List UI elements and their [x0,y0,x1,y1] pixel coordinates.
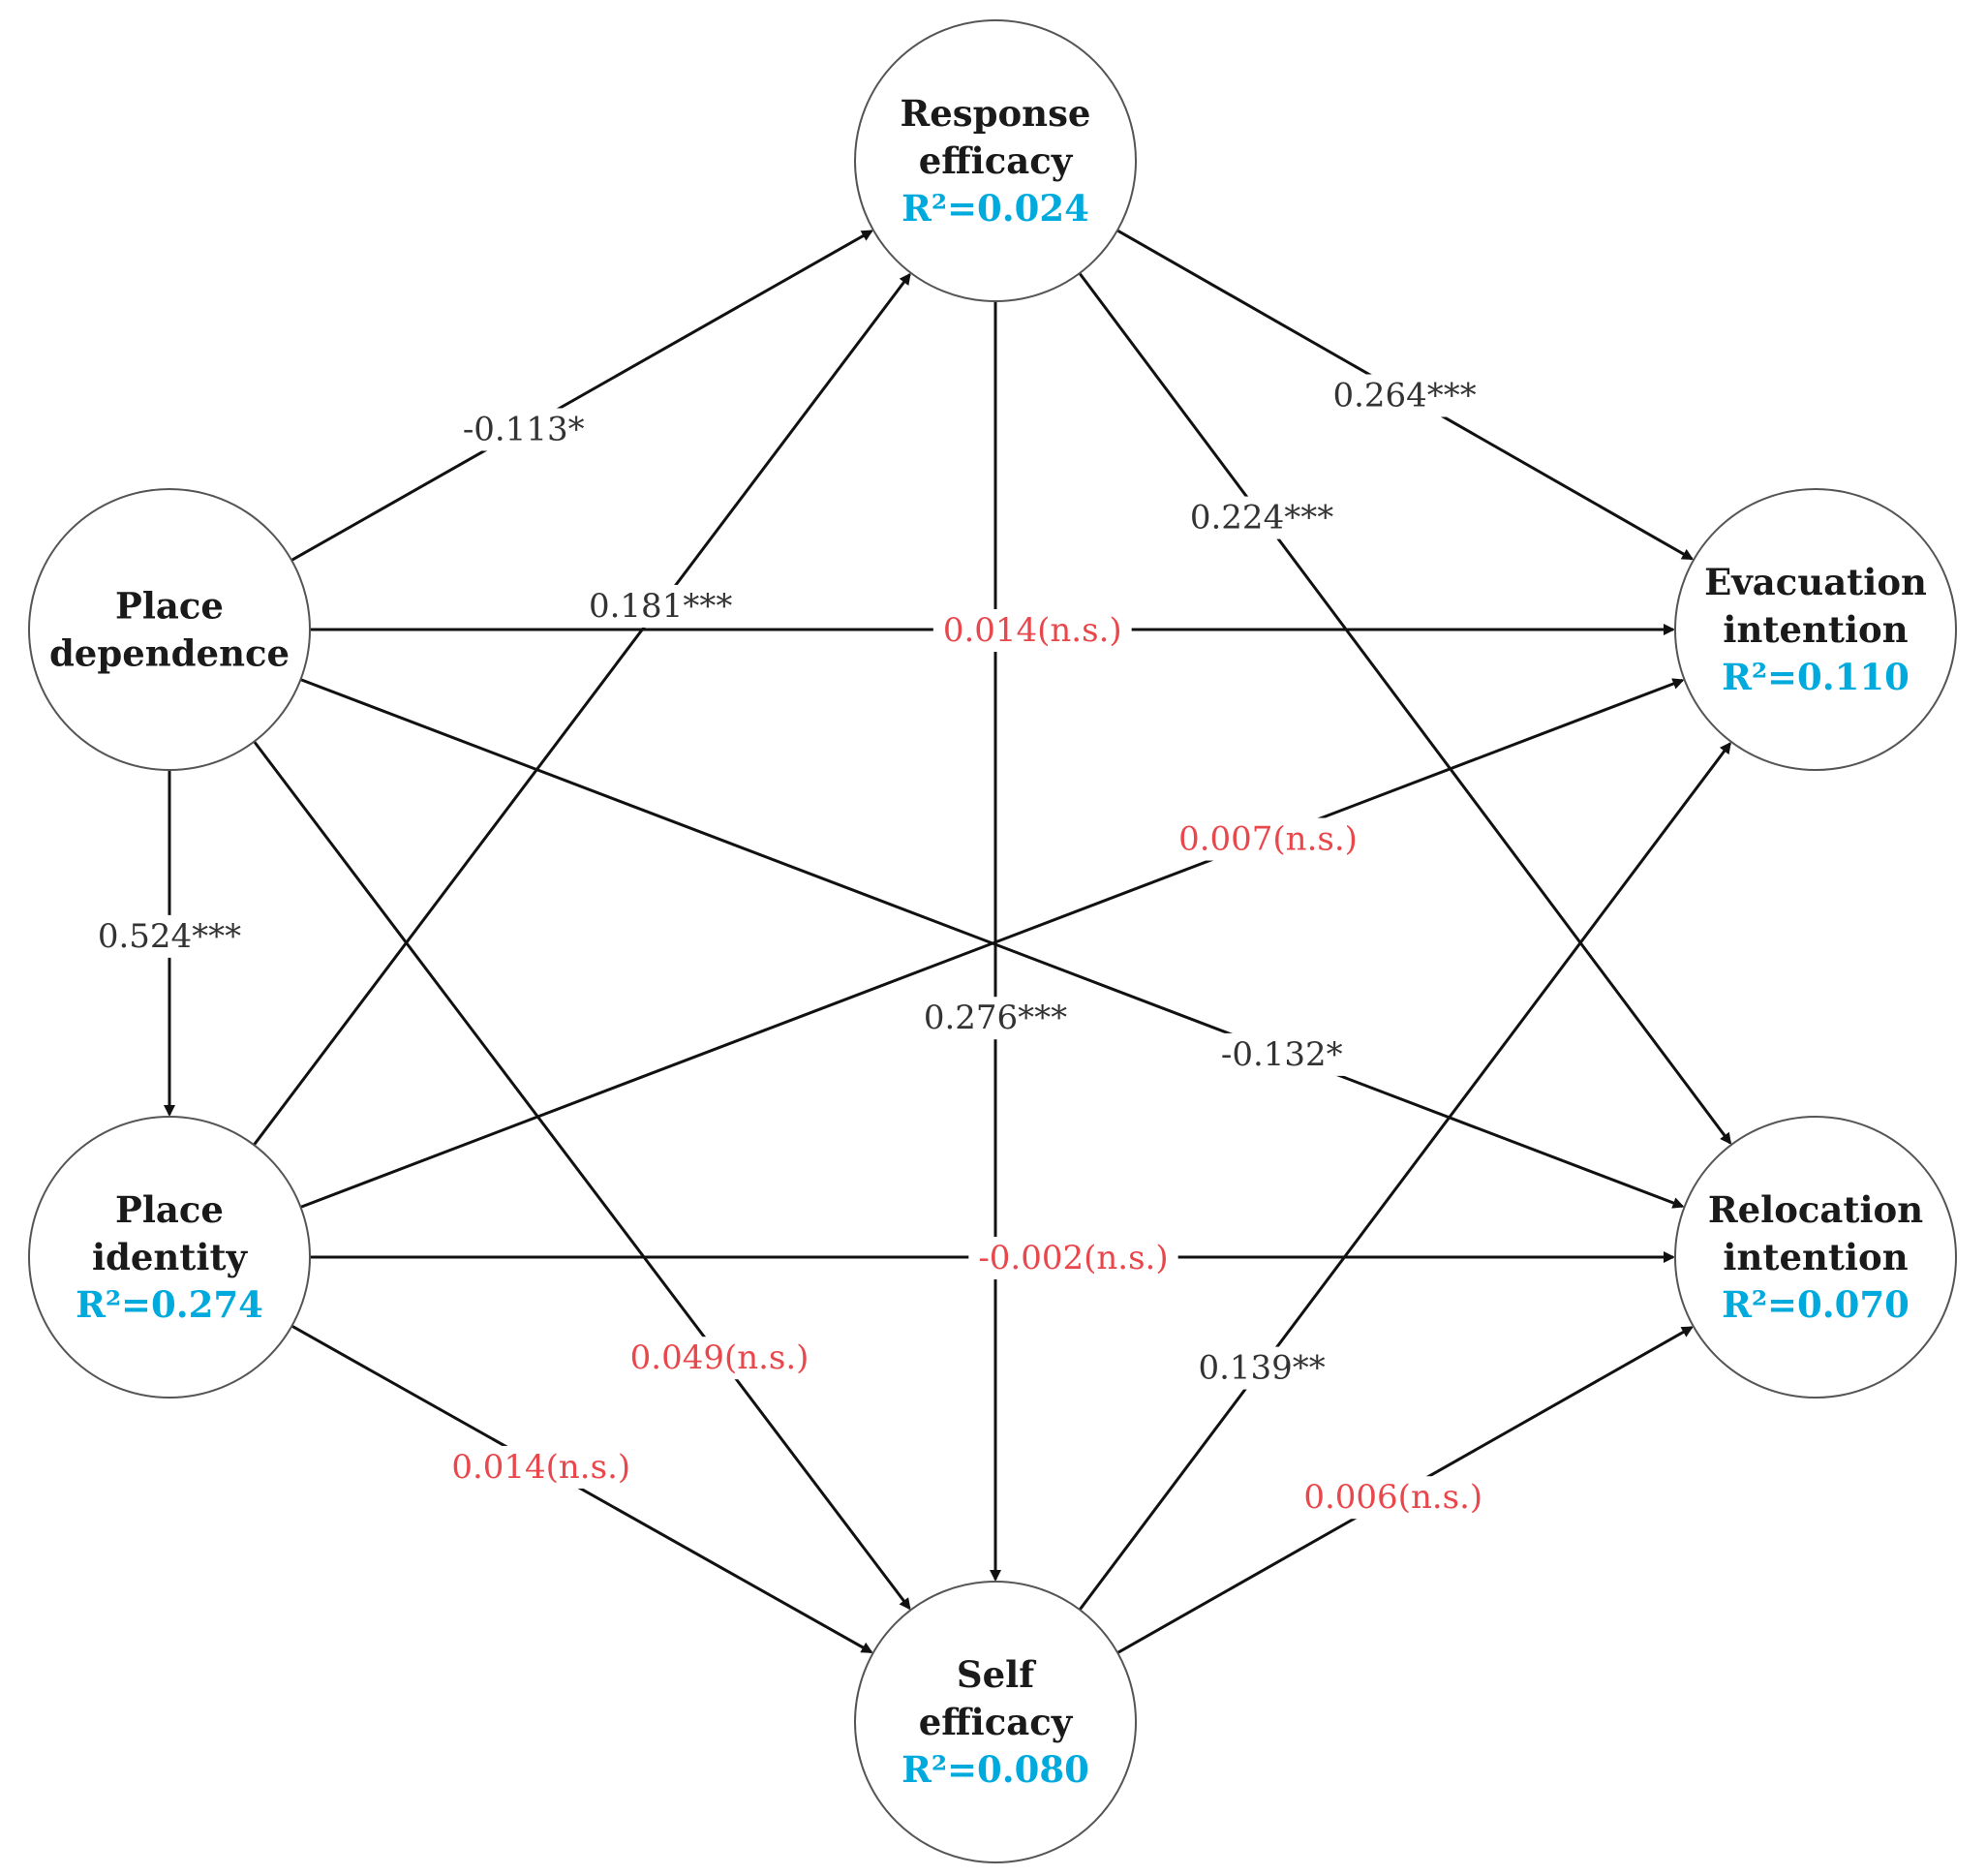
edge-re-se-label: 0.276*** [924,999,1067,1037]
node-place-identity-label-line: identity [92,1236,249,1278]
edge-pd-se-label: 0.049(n.s.) [630,1338,810,1377]
edge-se-ei-arrow [1078,741,1731,1611]
node-place-dependence-circle [28,488,311,771]
node-evacuation-intention-circle [1674,488,1957,771]
node-relocation-intention-label-line: Relocation [1708,1188,1923,1231]
node-evacuation-intention-label-line: Evacuation [1704,561,1927,603]
edge-labels-layer: -0.113* 0.524*** 0.014(n.s.) -0.132* 0.049(n… [87,374,1493,1520]
node-response-efficacy-label-line: efficacy [919,139,1074,182]
node-evacuation-intention-r2: R²=0.110 [1722,656,1910,698]
node-relocation-intention-circle [1674,1116,1957,1399]
edge-re-se-label-bg [913,997,1078,1040]
edge-re-ei-label: 0.264*** [1332,377,1476,415]
edge-pi-ri-label-bg [968,1237,1178,1279]
edge-pi-ei-label-bg [1169,817,1367,861]
edge-re-ri-arrow [1078,272,1732,1145]
node-response-efficacy-label-line: Response [901,92,1091,135]
edge-pd-se-label-bg [620,1337,819,1380]
edge-pd-se-arrow [253,740,911,1611]
node-place-identity-circle [28,1116,311,1399]
edge-pi-se-arrow [290,1324,873,1654]
edge-se-ei-label: 0.139** [1198,1349,1325,1388]
edge-pi-ei-label: 0.007(n.s.) [1178,820,1358,859]
nodes-layer: PlacedependencePlaceidentityR²=0.274Resp… [28,19,1957,1863]
node-response-efficacy-circle [854,19,1137,302]
edge-re-ei-label-bg [1323,374,1486,417]
edge-pi-ei-arrow [299,678,1685,1209]
edge-re-ri-label: 0.224*** [1190,499,1333,538]
edges-layer [164,229,1732,1654]
edge-se-ri-label: 0.006(n.s.) [1303,1478,1482,1517]
edge-pd-ri-label-bg [1210,1032,1353,1076]
edge-pd-ei-label-bg [932,609,1132,652]
edge-se-ei-label-bg [1188,1346,1335,1390]
edge-pi-re-label-bg [578,584,743,628]
node-place-identity-label-line: Place [115,1188,224,1231]
edge-pi-re-arrow [253,272,911,1147]
edge-pd-pi-label: 0.524*** [98,917,241,956]
node-self-efficacy-r2: R²=0.080 [901,1748,1089,1791]
edge-pd-re-label-bg [452,408,595,451]
node-place-dependence-label-line: Place [115,585,224,628]
edge-pi-ri-label: -0.002(n.s.) [978,1239,1168,1277]
edge-pd-re-label: -0.113* [463,410,585,448]
node-self-efficacy-label-line: Self [957,1653,1036,1696]
edge-re-ri-label-bg [1179,496,1344,539]
edge-pi-re-label: 0.181*** [589,587,732,626]
edge-pi-se-label: 0.014(n.s.) [451,1448,630,1487]
node-evacuation-intention-label-line: intention [1723,608,1908,651]
node-place-identity-r2: R²=0.274 [76,1283,263,1326]
node-relocation-intention-r2: R²=0.070 [1722,1283,1910,1326]
edge-pd-ri-label: -0.132* [1221,1035,1343,1074]
node-relocation-intention-label-line: intention [1723,1236,1908,1278]
node-self-efficacy-label-line: efficacy [919,1701,1074,1743]
edge-pd-pi-label-bg [87,914,252,958]
edge-pd-ei-label: 0.014(n.s.) [943,611,1122,650]
edge-se-ri-label-bg [1294,1476,1493,1520]
node-response-efficacy-r2: R²=0.024 [901,187,1089,230]
node-self-efficacy-circle [854,1581,1137,1863]
edge-pd-re-arrow [290,230,873,562]
node-place-dependence-label-line: dependence [49,632,290,675]
edge-pi-se-label-bg [442,1445,641,1489]
